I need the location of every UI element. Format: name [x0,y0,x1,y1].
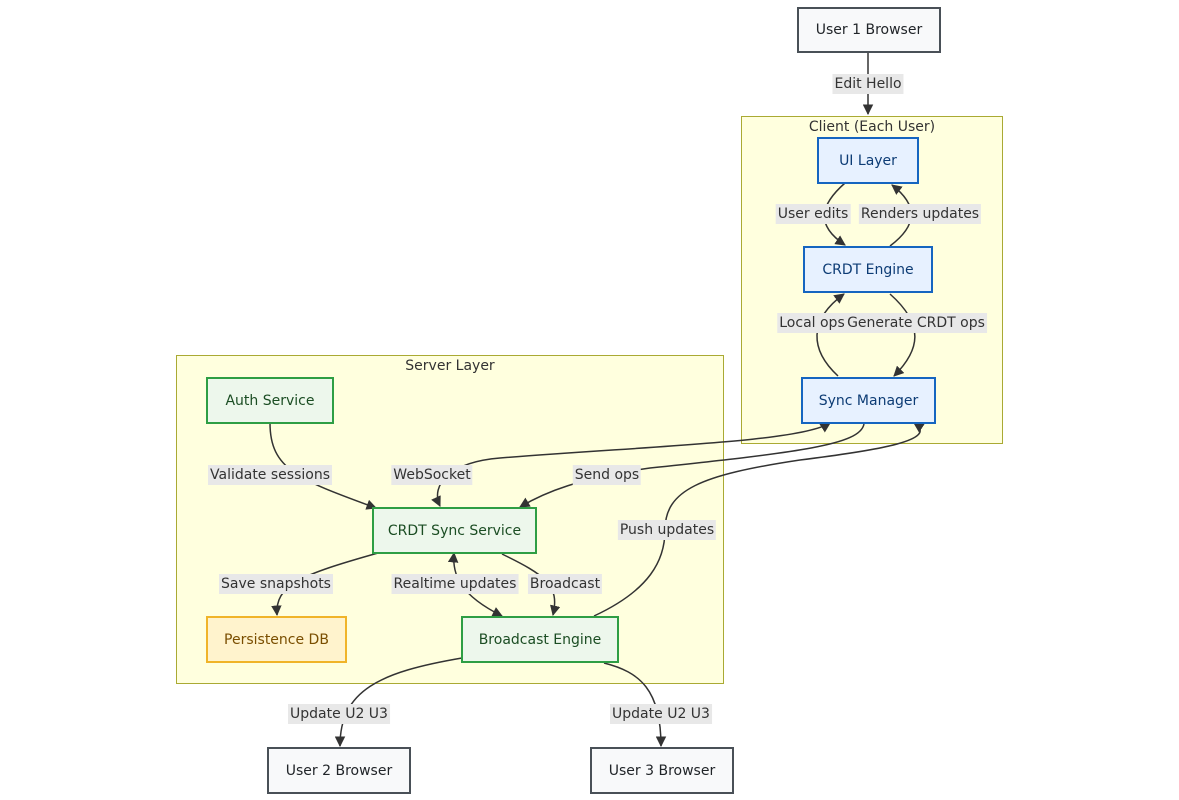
label-renders-updates: Renders updates [858,204,982,224]
label-edit-hello: Edit Hello [832,74,904,94]
label-save-snapshots: Save snapshots [219,574,333,594]
label-broadcast: Broadcast [527,574,603,594]
node-user2-browser[interactable]: User 2 Browser [267,747,411,794]
label-generate-crdt-ops: Generate CRDT ops [845,313,987,333]
edge-push-updates [593,422,925,617]
label-update-u2: Update U2 U3 [288,704,390,724]
node-auth-service[interactable]: Auth Service [206,377,334,424]
node-crdt-sync-service[interactable]: CRDT Sync Service [372,507,537,554]
node-persistence-db[interactable]: Persistence DB [206,616,347,663]
label-push-updates: Push updates [617,520,717,540]
label-local-ops: Local ops [777,313,847,333]
edge-update-u2 [334,657,463,748]
label-websocket: WebSocket [391,465,473,485]
node-user1-browser[interactable]: User 1 Browser [797,7,941,53]
node-ui-layer[interactable]: UI Layer [817,137,919,184]
edge-update-u3 [603,662,667,748]
server-cluster-title: Server Layer [405,358,495,374]
edge-generate-crdt-ops [889,293,916,377]
label-validate-sessions: Validate sessions [208,465,332,485]
node-crdt-engine[interactable]: CRDT Engine [803,246,933,293]
label-user-edits: User edits [775,204,851,224]
edge-send-ops [519,423,865,508]
edge-local-ops [816,293,845,377]
label-update-u3: Update U2 U3 [610,704,712,724]
label-send-ops: Send ops [572,465,642,485]
node-user3-browser[interactable]: User 3 Browser [590,747,734,794]
node-broadcast-engine[interactable]: Broadcast Engine [461,616,619,663]
client-cluster-title: Client (Each User) [808,119,936,135]
label-realtime-updates: Realtime updates [391,574,519,594]
node-sync-manager[interactable]: Sync Manager [801,377,936,424]
